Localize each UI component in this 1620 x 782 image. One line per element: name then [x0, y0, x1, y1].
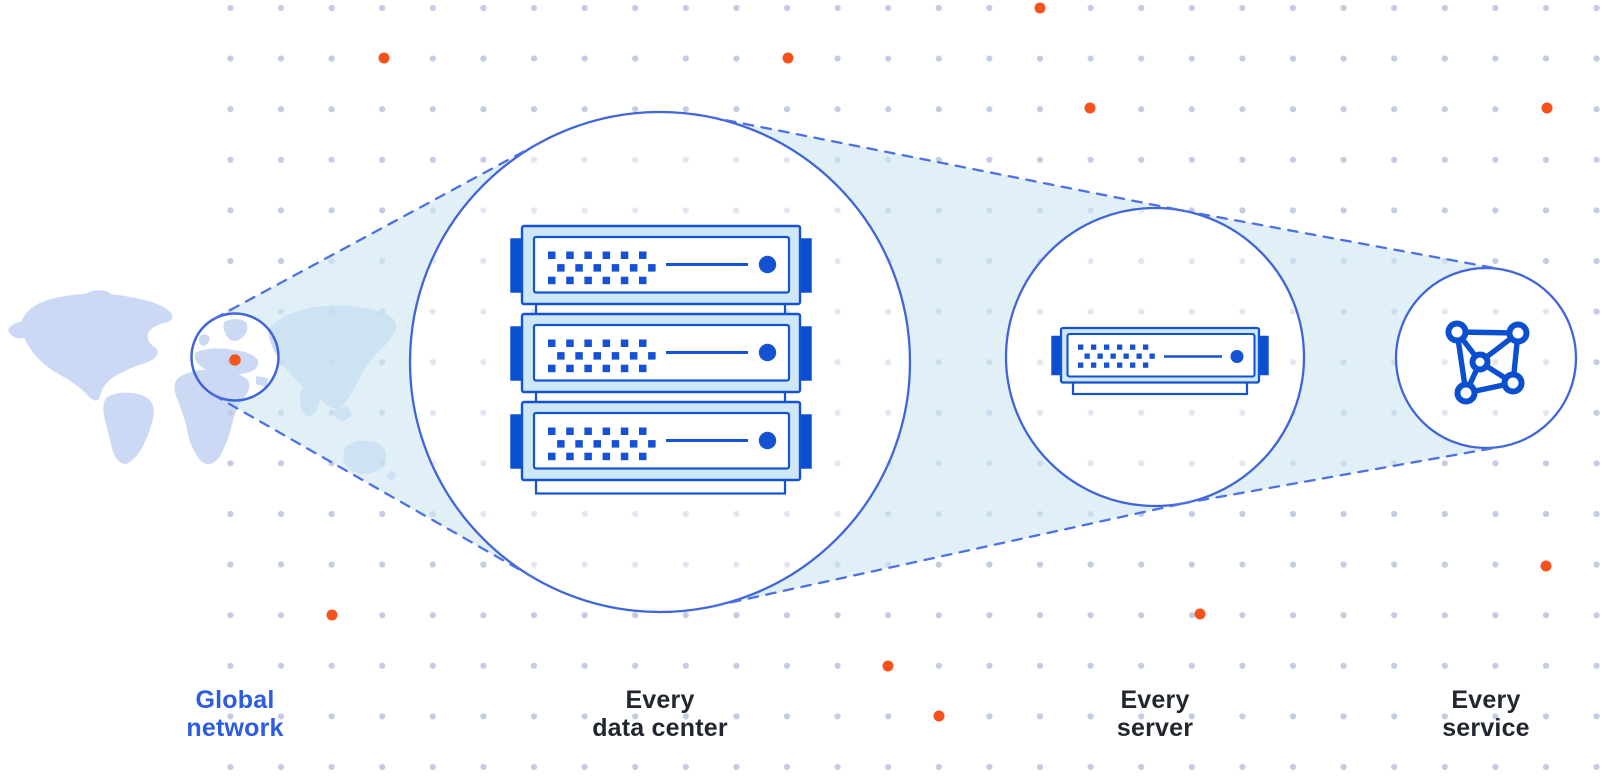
power-led [758, 431, 777, 450]
mesh-node [1454, 381, 1478, 405]
server-unit [510, 312, 812, 394]
label-line: Every [1451, 686, 1521, 714]
label-line: Every [625, 686, 695, 714]
led-matrix [1078, 344, 1155, 368]
label-global-network: Global network [186, 686, 283, 742]
label-line: server [1116, 714, 1194, 742]
label-every-service: Every service [1442, 686, 1530, 742]
power-led [1230, 350, 1244, 363]
zoom-guide-lines [212, 115, 1504, 608]
label-line: Every [1120, 686, 1190, 714]
label-line: Global [195, 686, 275, 714]
label-line: data center [592, 714, 728, 742]
map-highlight-circle [190, 312, 280, 402]
label-line: service [1442, 714, 1530, 742]
orange-accent-dots [326, 2, 1553, 722]
map-marker-dot [229, 354, 241, 366]
label-every-data-center: Every data center [592, 686, 728, 742]
led-matrix [548, 339, 656, 373]
mesh-node [1445, 320, 1469, 344]
server-unit [510, 400, 812, 482]
led-matrix [548, 427, 656, 461]
server-unit [510, 224, 812, 306]
server-icon [1051, 326, 1269, 396]
power-led [758, 343, 777, 362]
power-led [758, 255, 777, 274]
led-matrix [548, 251, 656, 285]
label-every-server: Every server [1117, 686, 1193, 742]
label-line: network [186, 714, 284, 742]
server-rack-icon [510, 224, 812, 495]
mesh-node [1501, 371, 1525, 395]
mesh-node [1506, 321, 1530, 345]
network-mesh-icon [1445, 320, 1530, 405]
mesh-node-center [1469, 351, 1491, 373]
